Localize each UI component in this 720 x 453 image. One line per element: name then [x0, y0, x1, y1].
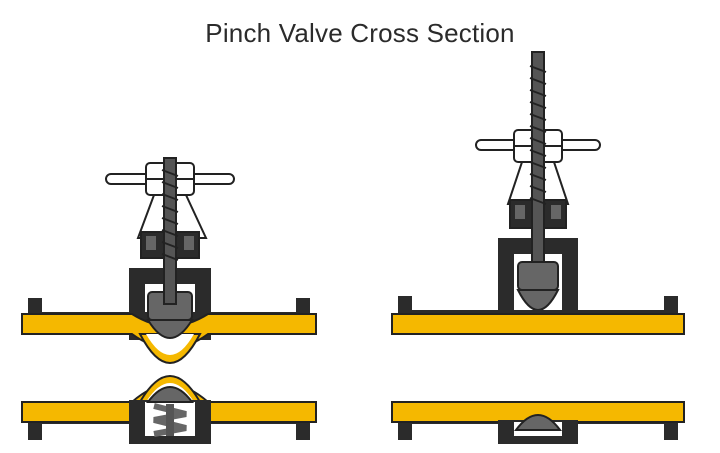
- dome-icon: [514, 414, 562, 431]
- stem-icon: [161, 157, 179, 305]
- valve-open: [391, 51, 685, 444]
- spring-icon: [153, 403, 187, 437]
- sleeve-icon: [391, 313, 685, 423]
- plunger-icon: [516, 261, 560, 311]
- plunger-icon: [146, 291, 194, 339]
- valve-closed: [21, 157, 317, 444]
- diagram-title: Pinch Valve Cross Section: [205, 18, 515, 48]
- stem-icon: [529, 51, 547, 279]
